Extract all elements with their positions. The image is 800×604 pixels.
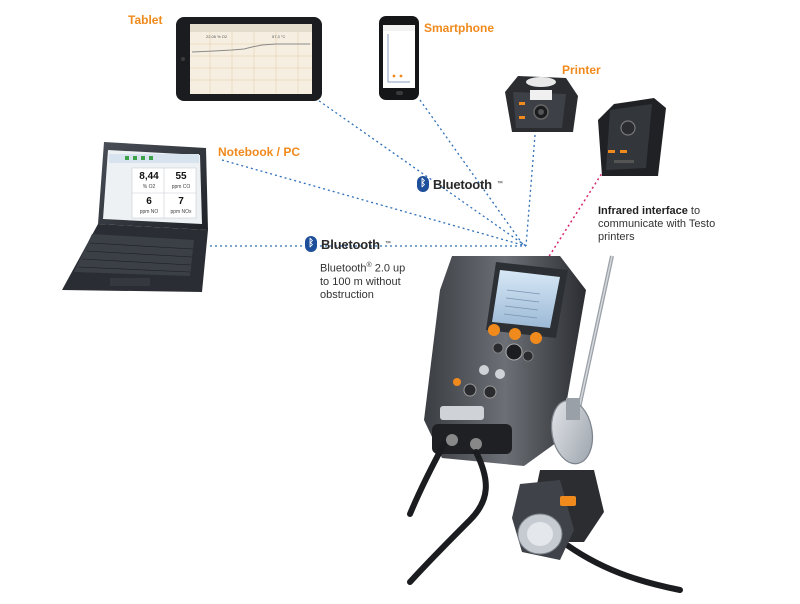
laptop-reading-1-unit: % O2 (142, 184, 156, 190)
infrared-note-line2: communicate with Testo (598, 218, 716, 230)
laptop-reading-4-value: 7 (178, 196, 184, 207)
laptop-reading-2-unit: ppm CO (171, 184, 191, 190)
bluetooth-icon: ᛒ (305, 236, 317, 252)
link-notebook-upper (221, 159, 527, 247)
tablet-label: Tablet (128, 13, 163, 27)
flue-gas-probe (512, 255, 614, 560)
bluetooth-note-suffix: 2.0 up (371, 262, 406, 275)
printer-label: Printer (562, 63, 601, 77)
laptop-device (62, 142, 208, 292)
bluetooth-badge-lower-text: Bluetooth (321, 236, 380, 252)
bluetooth-links (210, 97, 536, 247)
link-tablet (314, 97, 527, 247)
bluetooth-note-prefix: Bluetooth (320, 262, 367, 275)
bluetooth-note-sup: ® (366, 262, 372, 269)
laptop-reading-1-value: 8,44 (139, 171, 159, 182)
bluetooth-range-note: Bluetooth® 2.0 up to 100 m without obstr… (320, 259, 405, 302)
analyzer-cables (407, 441, 683, 593)
laptop-reading-2-value: 55 (175, 171, 187, 182)
analyzer-main-unit (424, 256, 586, 466)
printer-device-2 (598, 98, 666, 176)
infrared-note-rest: to (687, 205, 701, 217)
link-smartphone (419, 99, 525, 247)
tablet-device (176, 17, 322, 101)
bluetooth-badge-upper-text: Bluetooth (433, 176, 492, 192)
notebook-label: Notebook / PC (218, 145, 301, 159)
tablet-screen-right-value: 57,3 °C (272, 34, 286, 39)
bluetooth-note-line2: to 100 m without (320, 275, 401, 288)
laptop-reading-3-unit: ppm NO (139, 209, 159, 215)
smartphone-device (379, 16, 419, 100)
smartphone-label: Smartphone (424, 21, 495, 35)
analyzer-buttons (453, 324, 542, 399)
infrared-note-line3: printers (598, 231, 635, 243)
link-printer (525, 134, 536, 247)
laptop-reading-3-value: 6 (146, 196, 152, 207)
laptop-reading-4-unit: ppm NOx (170, 209, 192, 215)
printer-device-1 (505, 76, 578, 132)
bluetooth-icon: ᛒ (417, 176, 429, 192)
infrared-note-bold: Infrared interface (598, 205, 688, 217)
infrared-link (547, 169, 605, 259)
infrared-interface-note: Infrared interface to communicate with T… (598, 205, 715, 244)
bluetooth-note-line3: obstruction (320, 288, 374, 301)
tablet-screen-left-value: 22,06 % O2 (206, 34, 228, 39)
